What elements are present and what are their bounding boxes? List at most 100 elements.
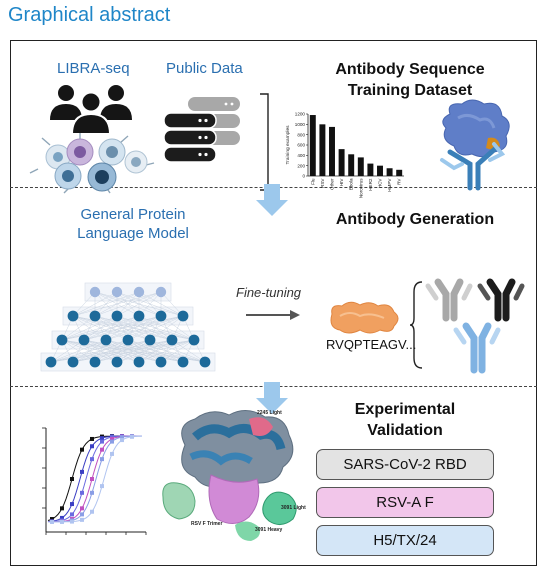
curve-point [80,490,84,495]
connection [61,315,162,341]
connection [61,315,140,341]
section-title-line: Antibody Sequence [335,61,485,78]
curve-point [70,512,74,517]
network-node [188,334,200,346]
protein-icon [330,301,399,334]
curve-point [100,447,104,452]
page-title: Graphical abstract [8,4,171,26]
connection [72,291,118,317]
connection [83,315,184,341]
x-tick-label: RV [397,178,402,185]
x-tick-label: Flu [310,178,315,185]
x-tick-label: HMPV [387,178,392,192]
network-node [133,356,145,368]
bar [329,126,335,176]
x-tick-label: HER2 [368,178,373,191]
connection [138,339,195,363]
structure-label-light-top: 2245 Light [257,410,282,416]
bar [338,149,345,176]
curve-point [60,519,64,524]
bar [357,157,364,176]
y-tick-label: 0 [302,174,305,179]
curve-point [90,509,94,514]
curve-point [70,519,74,524]
curve-point [100,436,104,441]
section-title-validation: Experimental Validation [330,399,480,441]
structure-label-trimer: RSV F Trimer [191,521,222,527]
binding-curves-plot [42,427,147,535]
connection [72,291,96,317]
curve-point [110,439,114,444]
network-node [144,334,156,346]
network-node [199,356,211,368]
curve-point [70,502,74,507]
connection [72,291,140,317]
curve-point [80,447,84,452]
people-icon [50,85,132,135]
network-node [133,310,145,322]
target-rsv-a-f: RSV-A F [316,487,494,518]
cryo-em-structure-image: 2245 Light 3091 Light 3091 Heavy RSV F T… [162,410,306,541]
network-node [111,286,123,298]
curve-point [80,512,84,517]
curve-point [90,436,94,441]
connection [105,315,184,341]
target-h5-tx-24: H5/TX/24 [316,525,494,556]
curve-point [50,517,54,522]
network-node [133,286,145,298]
network-node [177,356,189,368]
connection [61,315,96,341]
network-node [78,334,90,346]
curve-point [80,517,84,522]
network-node [100,334,112,346]
bar [309,115,316,176]
y-tick-label: 800 [297,132,305,137]
curve-point [50,519,54,524]
generated-antibodies-icon [425,278,525,374]
bar [367,163,374,176]
libra-seq-label: LIBRA-seq [57,60,130,77]
curve-point [100,439,104,444]
fine-tuning-label: Fine-tuning [236,285,302,300]
antigen-antibody-icon [440,99,510,191]
curve-point [90,477,94,481]
x-tick-label: HCV [378,178,383,189]
connection [116,339,195,363]
network-node [166,334,178,346]
curve-point [130,434,134,439]
network-node [67,310,79,322]
curve-point [120,435,124,440]
connection [160,291,184,317]
x-tick-label: RSV [320,178,325,188]
connection [94,339,195,363]
curve-point [100,457,104,462]
network-node [177,310,189,322]
public-data-label: Public Data [166,60,243,77]
curve-point [60,506,64,511]
bar [377,165,383,176]
x-tick-label: HIV [339,178,344,187]
section-title-line: Experimental [354,401,456,418]
connection [138,291,162,317]
abstract-frame [10,40,537,566]
connection [50,339,85,363]
b-cells-icon [29,133,155,194]
curve-point [60,515,64,520]
target-sars-cov-2-rbd: SARS-CoV-2 RBD [316,449,494,480]
y-tick-label: 600 [297,143,305,148]
curve-point [120,438,124,443]
network-node [155,310,167,322]
model-label: General Protein Language Model [48,205,218,243]
curve-point [110,436,114,441]
fine-tuning-arrow-icon [246,310,300,320]
section-title-line: Training Dataset [347,82,473,99]
connection [127,315,184,341]
bar [319,124,326,176]
x-tick-label: Other [330,178,335,190]
y-tick-label: 1000 [295,122,306,127]
x-tick-label: Ebola [349,178,354,190]
down-arrow-icon [256,184,288,216]
y-tick-label: 1200 [295,112,306,117]
connection [149,315,184,341]
connection [160,339,195,363]
